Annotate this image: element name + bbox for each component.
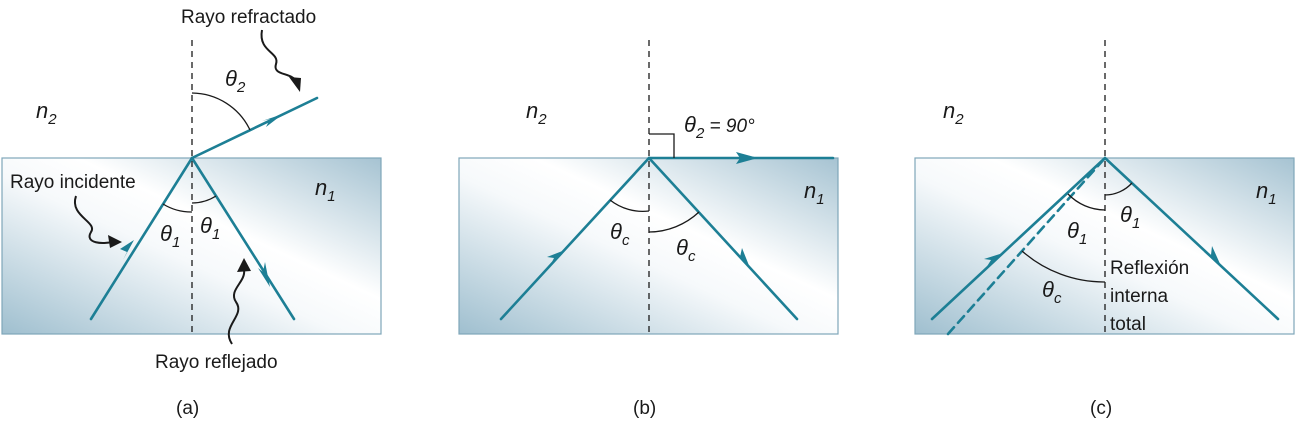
panel-a-caption: (a): [176, 398, 199, 419]
thetac-left-label: θc: [610, 219, 630, 249]
reflected-ray-label: Rayo reflejado: [155, 352, 278, 373]
n2-label: n2: [943, 98, 964, 128]
tir-label-line3: total: [1110, 314, 1146, 335]
reflected-ray: [190, 156, 296, 321]
incident-ray-label: Rayo incidente: [10, 172, 136, 193]
thetac-left-arc: [609, 199, 650, 213]
reflected-ray-arrowhead: [1204, 246, 1221, 266]
theta1-left-label: θ1: [160, 221, 180, 251]
thetac-arc: [1021, 250, 1106, 283]
incident-pointer-arrowhead: [108, 235, 122, 248]
panel-c-caption: (c): [1090, 398, 1112, 419]
incident-ray: [930, 156, 1107, 321]
n1-label: n1: [1256, 178, 1277, 208]
reflected-pointer-curl: [227, 269, 246, 345]
panel-b-caption: (b): [633, 398, 656, 419]
incident-ray-arrowhead: [547, 250, 565, 266]
n2-label: n2: [36, 98, 57, 128]
panel-a: n2 n1 θ2 θ1 θ1 Rayo refractado Rayo inci…: [1, 7, 382, 419]
thetac-label: θc: [1042, 277, 1062, 307]
critical-angle-ray-dashed: [946, 156, 1107, 336]
reflected-ray: [647, 156, 799, 321]
panel-b: n2 n1 θ2 = 90° θc θc (b): [458, 40, 839, 419]
right-angle-marker: [649, 133, 675, 158]
theta2-equation: θ2 = 90°: [684, 112, 755, 142]
theta1-left-arc: [1067, 193, 1106, 211]
refracted-pointer-arrowhead: [289, 77, 301, 92]
theta1-right-label: θ1: [1120, 202, 1140, 232]
refracted-pointer-curl: [260, 29, 298, 83]
thetac-right-arc: [648, 211, 700, 233]
theta2-arc: [191, 92, 251, 131]
n1-label: n1: [315, 175, 336, 205]
reflected-ray-arrowhead: [258, 262, 270, 287]
theta1-left-label: θ1: [1067, 218, 1087, 248]
theta1-right-arc: [1104, 182, 1133, 196]
reflected-ray: [1103, 156, 1280, 321]
refracted-ray-arrowhead: [736, 152, 758, 164]
incident-ray: [89, 156, 194, 321]
n1-label: n1: [804, 178, 825, 208]
incident-pointer-curl: [73, 195, 113, 244]
theta1-left-arc: [162, 203, 193, 213]
refracted-ray: [190, 96, 319, 160]
theta1-right-label: θ1: [200, 213, 220, 243]
thetac-right-label: θc: [676, 235, 696, 265]
panel-c: n2 n1 θ1 θ1 θc Reflexión interna total (…: [914, 40, 1295, 419]
tir-label-line2: interna: [1110, 286, 1169, 307]
tir-label-line1: Reflexión: [1110, 258, 1189, 279]
incident-ray: [499, 156, 651, 321]
n2-label: n2: [526, 98, 547, 128]
incident-ray-arrowhead: [984, 253, 1003, 268]
refracted-ray-label: Rayo refractado: [181, 7, 316, 28]
theta2-label: θ2: [225, 66, 246, 96]
theta1-right-arc: [191, 195, 217, 204]
refracted-ray-arrowhead: [262, 114, 283, 127]
reflected-ray-arrowhead: [735, 248, 750, 268]
incident-ray-arrowhead: [120, 240, 134, 260]
reflected-pointer-arrowhead: [237, 258, 251, 272]
